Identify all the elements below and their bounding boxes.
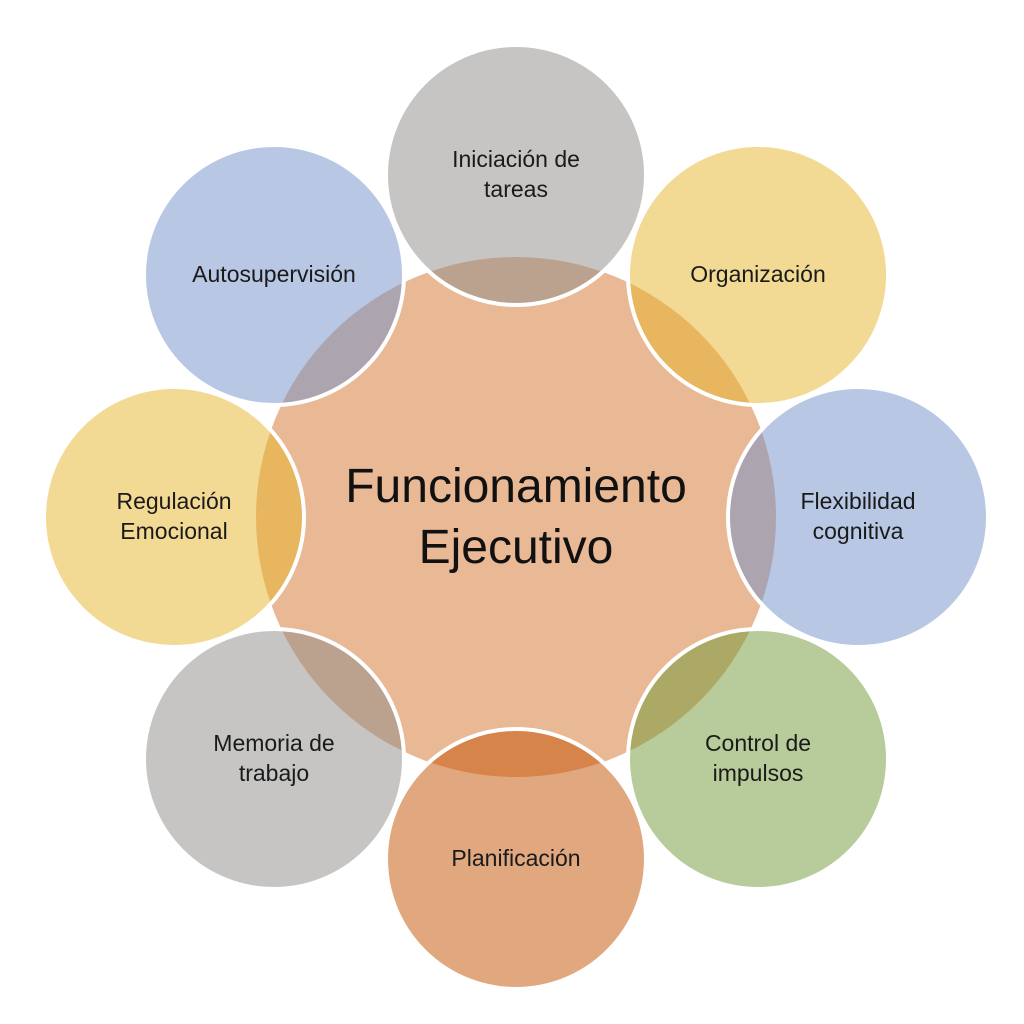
- node-organizacion-label: Organización: [690, 261, 826, 288]
- node-control-de-impulsos: Control de impulsos: [626, 627, 890, 891]
- node-autosupervision-label: Autosupervisión: [192, 261, 356, 288]
- node-regulacion-emocional-label: Regulación Emocional: [116, 488, 232, 544]
- center-label: Funcionamiento Ejecutivo: [345, 459, 687, 574]
- node-memoria-de-trabajo-label: Memoria de trabajo: [213, 730, 335, 786]
- node-flexibilidad-cognitiva: Flexibilidad cognitiva: [726, 385, 990, 649]
- node-iniciacion-de-tareas-label: Iniciación de tareas: [452, 146, 580, 202]
- node-flexibilidad-cognitiva-label: Flexibilidad cognitiva: [800, 488, 916, 544]
- node-autosupervision: Autosupervisión: [142, 143, 406, 407]
- node-memoria-de-trabajo: Memoria de trabajo: [142, 627, 406, 891]
- node-planificacion: Planificación: [384, 727, 648, 991]
- node-control-de-impulsos-label: Control de impulsos: [704, 730, 812, 786]
- node-organizacion: Organización: [626, 143, 890, 407]
- node-planificacion-label: Planificación: [451, 845, 581, 872]
- node-iniciacion-de-tareas: Iniciación de tareas: [384, 43, 648, 307]
- node-regulacion-emocional: Regulación Emocional: [42, 385, 306, 649]
